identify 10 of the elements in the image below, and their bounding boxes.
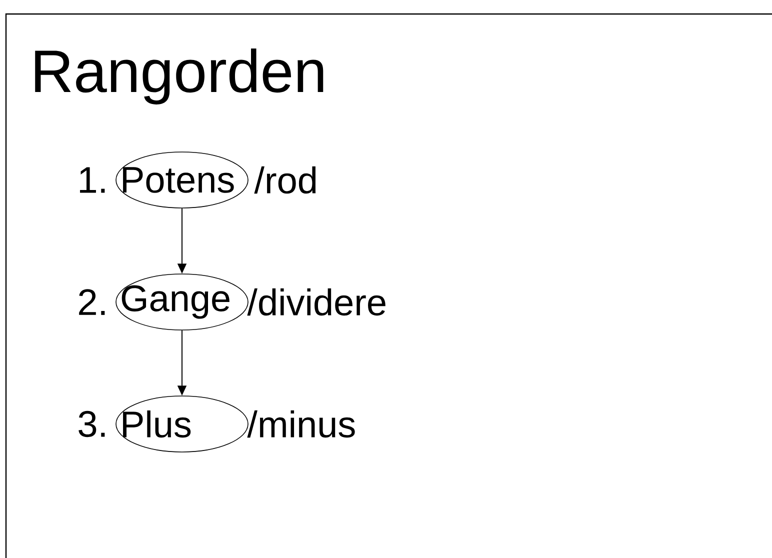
list-text: /minus	[247, 410, 355, 438]
title: Rangorden	[35, 48, 324, 104]
list-text: 2.	[79, 289, 105, 315]
ellipse-node: Potens	[116, 152, 248, 208]
ellipse-node: Plus	[116, 396, 248, 452]
list-text: /rod	[254, 166, 316, 194]
list-text: /dividere	[247, 288, 386, 316]
list-text: 1.	[80, 167, 105, 193]
list-text: 3.	[78, 410, 105, 438]
ellipse-node: Gange	[116, 274, 248, 330]
